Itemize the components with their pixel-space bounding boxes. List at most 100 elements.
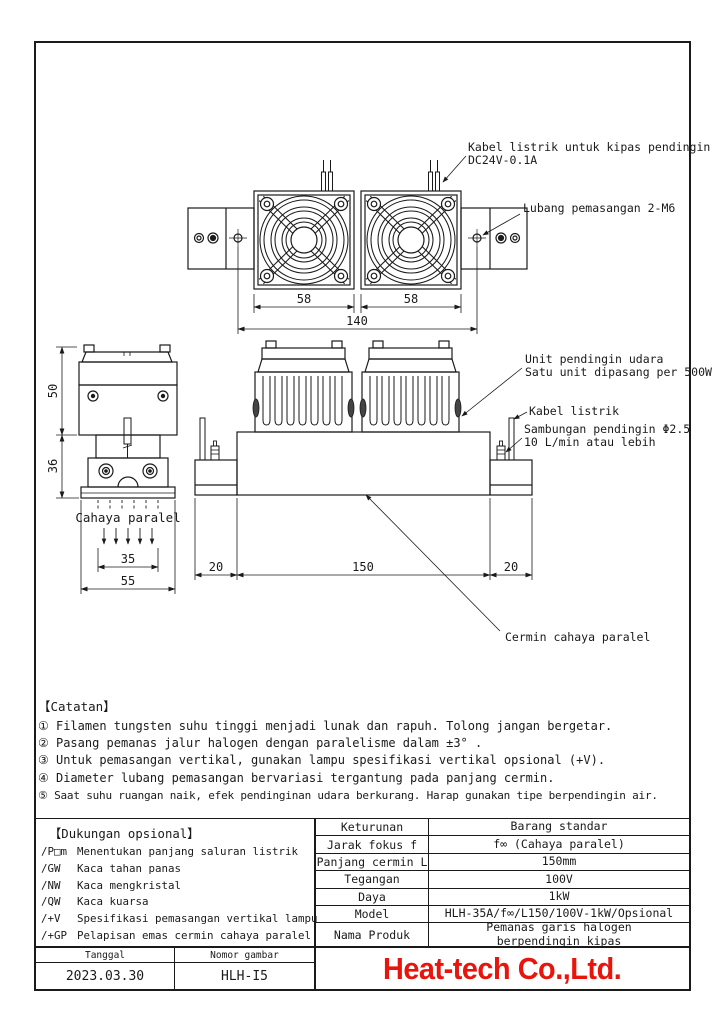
option-desc: Pelapisan emas cermin cahaya paralel — [77, 928, 312, 942]
spec-row: Panjang cermin L 150mm — [316, 853, 689, 872]
optional-item: /GW Kaca tahan panas — [36, 861, 314, 878]
top-view-dimensions — [237, 247, 478, 334]
spec-table: Keturunan Barang standar Jarak fokus f f… — [315, 818, 690, 947]
light-beam-arrows — [101, 528, 155, 545]
note-item: ② Pasang pemanas jalur halogen dengan pa… — [38, 736, 483, 751]
company-logo-cell: Heat-tech Co.,Ltd. — [315, 947, 690, 990]
option-desc: Kaca mengkristal — [77, 878, 182, 892]
light-exit-lines — [97, 500, 159, 511]
dim-mirror-length: 150 — [352, 560, 374, 574]
coolant-label-1: Sambungan pendingin Φ2.5 — [524, 422, 690, 436]
optional-item: /+GP Pelapisan emas cermin cahaya parale… — [36, 928, 314, 945]
notes-title: 【Catatan】 — [38, 699, 116, 714]
right-mounting-bracket — [460, 207, 528, 270]
dim-total-width: 140 — [346, 314, 368, 328]
dim-left-margin: 20 — [209, 560, 223, 574]
date-value: 2023.03.30 — [36, 963, 175, 989]
fan-cable-leader — [442, 155, 467, 183]
spec-value: Barang standar — [510, 819, 608, 834]
air-cooling-label-1: Unit pendingin udara — [525, 352, 663, 366]
parallel-mirror-leader — [365, 494, 501, 632]
option-code: /NW — [41, 878, 61, 892]
spec-row: Model HLH-35A/f∞/L150/100V-1kW/Opsional — [316, 905, 689, 924]
note-item: ④ Diameter lubang pemasangan bervariasi … — [38, 770, 555, 785]
company-logo: Heat-tech Co.,Ltd. — [383, 950, 622, 986]
optional-support-box: 【Dukungan opsional】 /P□m Menentukan panj… — [35, 818, 318, 947]
dim-fan1-width: 58 — [297, 292, 311, 306]
dim-right-margin: 20 — [504, 560, 518, 574]
option-code: /QW — [41, 895, 61, 909]
spec-label: Daya — [316, 888, 429, 905]
spec-value: 100V — [545, 871, 573, 886]
fan-corner-screws — [259, 196, 349, 284]
spec-row: Daya 1kW — [316, 888, 689, 906]
side-view-texts: 35 55 50 36 Cahaya paralel — [46, 384, 181, 588]
option-desc: Kaca tahan panas — [77, 861, 182, 875]
spec-value: Pemanas garis halogen berpendingin kipas — [486, 920, 632, 948]
front-view-dimensions — [194, 498, 533, 580]
optional-item: /QW Kaca kuarsa — [36, 894, 314, 911]
optional-item: /+V Spesifikasi pemasangan vertikal lamp… — [36, 911, 318, 928]
side-view — [56, 344, 178, 594]
option-desc: Spesifikasi pemasangan vertikal lampu — [77, 912, 318, 926]
spec-label: Keturunan — [316, 819, 429, 836]
fan-unit — [253, 160, 355, 290]
dim-side-width: 55 — [121, 574, 135, 588]
spec-label: Jarak fokus f — [316, 836, 429, 853]
optional-item: /P□m Menentukan panjang saluran listrik — [36, 844, 314, 861]
front-view — [194, 340, 533, 632]
outer-frame — [34, 41, 691, 991]
spec-row: Keturunan Barang standar — [316, 819, 689, 837]
note-item: ① Filamen tungsten suhu tinggi menjadi l… — [38, 719, 613, 733]
drawing-no-label: Nomor gambar — [210, 949, 279, 961]
option-code: /P□m — [41, 845, 68, 858]
dim-light-width: 35 — [121, 552, 135, 566]
spec-row: Nama Produk Pemanas garis halogen berpen… — [316, 920, 689, 948]
air-cooling-label-2: Satu unit dipasang per 500W — [525, 365, 712, 379]
spec-value: 150mm — [541, 854, 577, 869]
fan-cable-label-2: DC24V-0.1A — [468, 153, 537, 167]
mounting-hole-leader — [482, 213, 521, 236]
power-cable-label: Kabel listrik — [529, 404, 619, 418]
mounting-hole-label: Lubang pemasangan 2-M6 — [523, 201, 675, 215]
drawing-no-value: HLH-I5 — [221, 968, 268, 984]
title-block-values: 2023.03.30 HLH-I5 — [36, 963, 314, 989]
spec-value: f∞ (Cahaya paralel) — [493, 836, 625, 851]
notes-section: 【Catatan】 ① Filamen tungsten suhu tinggi… — [38, 696, 688, 804]
option-code: /+GP — [41, 928, 68, 942]
parallel-mirror-label: Cermin cahaya paralel — [505, 630, 650, 644]
parallel-light-label: Cahaya paralel — [75, 510, 180, 525]
air-cooling-leader — [461, 367, 523, 417]
top-view — [187, 155, 528, 334]
spec-row: Tegangan 100V — [316, 871, 689, 889]
option-code: /+V — [41, 912, 61, 926]
note-item: ⑤ Saat suhu ruangan naik, efek pendingin… — [38, 788, 658, 802]
left-end-bracket — [194, 417, 238, 496]
top-view-texts: 58 58 140 Kabel listrik untuk kipas pend… — [297, 140, 711, 328]
title-block-header: Tanggal Nomor gambar — [36, 948, 314, 963]
fan-wires — [321, 160, 333, 192]
optional-item: /NW Kaca mengkristal — [36, 878, 314, 895]
front-view-texts: 20 150 20 Unit pendingin udara Satu unit… — [209, 352, 712, 644]
optional-support-title: 【Dukungan opsional】 — [49, 827, 200, 841]
spec-value: 1kW — [548, 889, 570, 903]
coolant-label-2: 10 L/min atau lebih — [524, 435, 656, 449]
spec-label: Model — [316, 905, 429, 923]
mirror-body — [236, 431, 491, 496]
side-view-dimensions — [56, 346, 176, 594]
note-item: ③ Untuk pemasangan vertikal, gunakan lam… — [38, 753, 606, 768]
spec-row: Jarak fokus f f∞ (Cahaya paralel) — [316, 836, 689, 854]
dim-fan2-width: 58 — [404, 292, 418, 306]
spec-label: Panjang cermin L — [316, 853, 429, 871]
spec-value: HLH-35A/f∞/L150/100V-1kW/Opsional — [444, 906, 674, 921]
spec-label: Nama Produk — [316, 923, 429, 946]
spec-label: Tegangan — [316, 871, 429, 888]
dim-mirror-height: 36 — [46, 459, 60, 473]
option-desc: Menentukan panjang saluran listrik — [77, 845, 299, 858]
power-cable-leader — [513, 411, 528, 420]
right-end-bracket — [489, 417, 533, 496]
date-label: Tanggal — [36, 948, 175, 962]
left-mounting-bracket — [187, 207, 255, 270]
